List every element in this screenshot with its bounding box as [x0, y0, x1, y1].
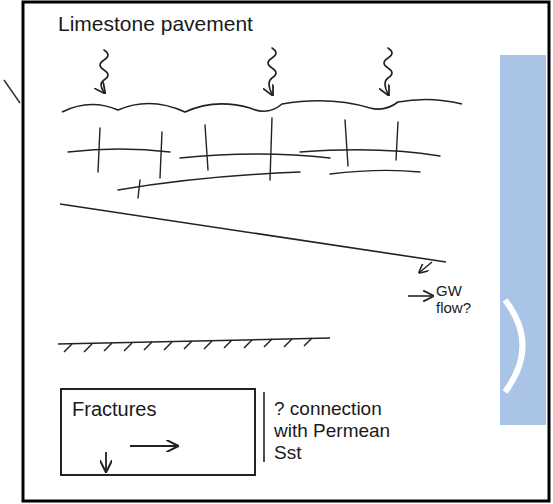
- frame: [23, 2, 549, 501]
- legend-box: Fractures: [60, 388, 256, 476]
- stray-line: [4, 80, 20, 103]
- connection-note: ? connection with Permean Sst: [274, 398, 414, 464]
- legend-arrow-down: [105, 452, 107, 470]
- white-arc: [505, 300, 523, 392]
- flow-arrow: [408, 295, 432, 297]
- fractures: [68, 118, 440, 198]
- bedding-plane: [60, 204, 446, 262]
- legend-arrow-right: [130, 445, 176, 447]
- rain-arrows: [100, 48, 392, 94]
- flow-note: GW flow?: [436, 282, 496, 317]
- blue-band: [500, 55, 546, 425]
- dip-arrow: [420, 262, 432, 272]
- box-heading: Fractures: [72, 398, 244, 421]
- divider-line: [263, 392, 265, 462]
- sketch-title: Limestone pavement: [58, 12, 253, 36]
- pavement-surface: [62, 99, 462, 112]
- hatched-base: [58, 338, 330, 352]
